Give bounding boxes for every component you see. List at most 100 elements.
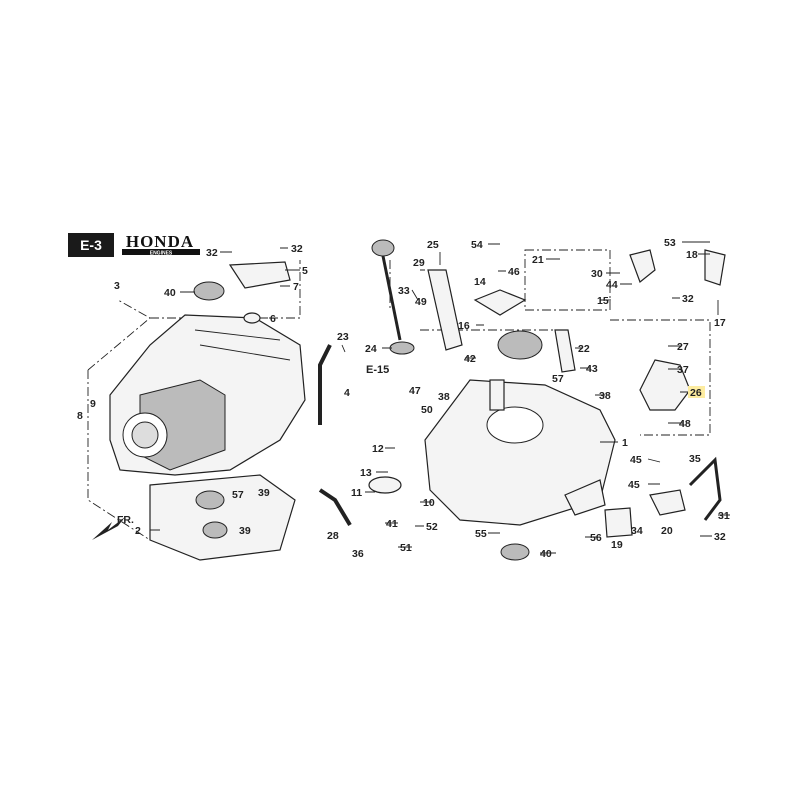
crankcase-cover	[424, 379, 616, 526]
cylinder-block	[109, 314, 306, 476]
oil-seal-40-right	[500, 543, 530, 561]
callout: 32	[291, 243, 303, 255]
callout: 27	[677, 341, 689, 353]
callout: 2	[135, 525, 141, 537]
callout: 11	[351, 487, 362, 499]
callout: 55	[475, 528, 487, 540]
callout: 32	[206, 247, 218, 259]
callout: 43	[586, 363, 598, 375]
oil-filler-tube	[427, 269, 463, 351]
breather-cover	[228, 261, 291, 289]
bracket-18	[704, 249, 726, 286]
callout: 21	[532, 254, 544, 266]
callout: 45	[630, 454, 642, 466]
dipstick	[381, 255, 402, 341]
callout: 6	[270, 313, 276, 325]
group-box-sensor	[524, 249, 611, 311]
callout: 3	[114, 280, 120, 292]
callout: 38	[599, 390, 611, 402]
group-line-cylinder	[87, 260, 301, 541]
tool-28	[318, 488, 352, 527]
callout: 12	[372, 443, 384, 455]
callout: 36	[352, 548, 364, 560]
leader-lines	[150, 241, 730, 554]
callout: 47	[409, 385, 421, 397]
honda-logo-sub: ENGINES	[150, 251, 173, 257]
callout: 13	[360, 467, 372, 479]
callout: 14	[474, 276, 486, 288]
callout: 32	[682, 293, 694, 305]
callout: 35	[689, 453, 701, 465]
callout: 57	[232, 489, 244, 501]
governor-arm-20	[649, 489, 686, 516]
oil-cap	[371, 239, 395, 257]
callout: 57	[552, 373, 564, 385]
front-label: FR.	[117, 514, 134, 526]
callout: 45	[628, 479, 640, 491]
callout: 40	[540, 548, 552, 560]
callout: 1	[622, 437, 628, 449]
lever-31	[688, 456, 722, 521]
bearing-57-right	[497, 330, 543, 360]
cylinder-gasket	[149, 474, 296, 561]
seal-24	[389, 341, 415, 355]
callout: 53	[664, 237, 676, 249]
callout: 15	[597, 295, 609, 307]
callout: 31	[718, 510, 730, 522]
section-badge	[68, 233, 114, 257]
highlight-marker	[688, 386, 705, 398]
callout: 39	[239, 525, 251, 537]
callout: 22	[578, 343, 590, 355]
section-code: E-3	[80, 237, 102, 253]
callout: 23	[337, 331, 349, 343]
breather-tube	[318, 344, 332, 425]
callout: 33	[398, 285, 410, 297]
callout: 7	[293, 281, 299, 293]
governor-gear-26	[639, 359, 691, 411]
callout: 34	[631, 525, 643, 537]
callout: 38	[438, 391, 450, 403]
callout: 9	[90, 398, 96, 410]
callout: 32	[714, 531, 726, 543]
callout: 24	[365, 343, 377, 355]
strainer-22	[554, 329, 576, 373]
callout: 42	[464, 353, 476, 365]
callout: 19	[611, 539, 623, 551]
o-ring-6	[243, 312, 261, 324]
callout: 8	[77, 410, 83, 422]
callout: 51	[400, 542, 412, 554]
callout: 5	[302, 265, 308, 277]
callout: 41	[386, 518, 398, 530]
callout: 37	[677, 364, 689, 376]
callout: 25	[427, 239, 439, 251]
callout: 28	[327, 530, 339, 542]
oil-filter-19	[604, 507, 633, 538]
callout: 49	[415, 296, 427, 308]
callout: 20	[661, 525, 673, 537]
callout: 29	[413, 257, 425, 269]
oil-sensor-30	[629, 249, 656, 283]
oil-seal-39	[202, 521, 228, 539]
callout: 54	[471, 239, 483, 251]
callout: 17	[714, 317, 726, 329]
honda-logo: HONDA	[126, 232, 194, 251]
callout: 44	[606, 279, 618, 291]
callout: 39	[258, 487, 270, 499]
logo-bar	[122, 249, 200, 255]
callout: 18	[686, 249, 698, 261]
callout-highlighted[interactable]: 26	[690, 387, 702, 399]
callout: 40	[164, 287, 176, 299]
callout: 52	[426, 521, 438, 533]
callout: 16	[458, 320, 470, 332]
reference-e15: E-15	[366, 364, 389, 376]
plate-14	[473, 289, 527, 316]
callout: 10	[423, 497, 435, 509]
callout: 56	[590, 532, 602, 544]
bearing-57	[195, 490, 225, 510]
callout: 46	[508, 266, 520, 278]
callout: 48	[679, 418, 691, 430]
front-arrow-icon	[92, 517, 125, 540]
callout: 4	[344, 387, 350, 399]
callouts: 32 32 5 7 40 6 3 9 8 4 23 24 33 29 25 49…	[77, 237, 730, 560]
